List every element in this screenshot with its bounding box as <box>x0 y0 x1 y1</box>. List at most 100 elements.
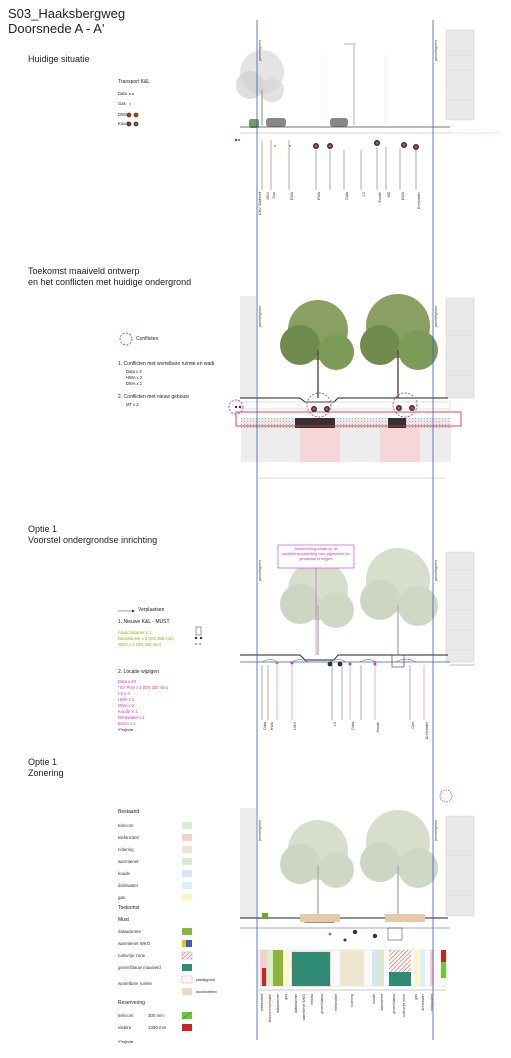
perceelgrens-label: perceelgrens <box>258 40 262 61</box>
change-item: DWA x 2 <box>118 703 135 708</box>
section3-ground <box>240 544 475 720</box>
zone-label: datawarmte <box>276 994 280 1013</box>
zone-label: riolering <box>350 994 354 1007</box>
s1-label: MS <box>387 192 391 198</box>
optie1-label: 10kV <box>293 722 297 731</box>
zone-label: datawarmte <box>294 994 298 1013</box>
change-item: LS x 4 <box>118 691 130 696</box>
zone-label: koude <box>372 994 376 1004</box>
conflict-legend-circle <box>119 332 133 346</box>
change-title: 2. Locatie wijzigen <box>118 669 159 675</box>
zonering-swatches <box>181 822 193 1031</box>
s1-label: DWA <box>401 192 405 201</box>
zone-label: elektriciteit <box>260 994 264 1011</box>
callout-text: Aanbevelling zwaar op de hoofdtransportl… <box>281 547 351 561</box>
change-item: Koude X 1 <box>118 709 138 714</box>
section-title-toekomst-2: en het conflicten met huidige ondergrond <box>28 277 192 287</box>
s1-label: 40LV <box>266 192 270 201</box>
title-line1: S03_Haaksbergweg <box>8 6 126 21</box>
move-legend: Verplaatsen <box>138 607 165 613</box>
must-item: warmtenet WKO <box>118 941 151 946</box>
bestaand-item: elektriciteit <box>118 835 139 840</box>
zone-label: groen/blauw <box>392 994 396 1014</box>
section-title-zonering: Optie 1 Zonering <box>28 757 64 779</box>
zone-label: elektriciteit <box>430 994 434 1011</box>
reservering-size: 1000 mm <box>148 1025 167 1030</box>
change-item: HWA x 1 <box>118 697 135 702</box>
optie1-label: Data <box>351 722 355 730</box>
section-title-optie1-2: Voorstel ondergrondse inrichting <box>28 535 158 545</box>
conflict-1-item: HWA x 2 <box>126 375 143 380</box>
legend1-item: Data <box>118 91 127 96</box>
section-title-zonering-2: Zonering <box>28 768 64 778</box>
section-title-huidige: Huidige situatie <box>28 54 90 64</box>
legend1-item: Koude <box>118 121 131 126</box>
new-item: WKO x 2 (DN 300 mm) <box>118 642 162 647</box>
zone-label: gas <box>414 994 418 1000</box>
s1-label: DWA <box>290 192 294 201</box>
must-item: groen/blauw maaiveld <box>118 965 161 970</box>
section-title-zonering-1: Optie 1 <box>28 757 58 767</box>
perceelgrens-label: perceelgrens <box>434 40 438 61</box>
perceelgrens-label: perceelgrens <box>434 306 438 327</box>
zone-label: warmtenet WKO <box>302 994 306 1021</box>
s1-label: Gas <box>272 192 276 199</box>
new-title: 1. Nieuwe K&L - MUST <box>118 619 170 625</box>
s1-label: 10kV Stadsnet <box>258 192 262 216</box>
zone-label: telecommunicatie <box>268 994 272 1022</box>
must-item: datawarmte <box>118 929 141 934</box>
bestaand-item: gas <box>118 895 126 900</box>
legend1-item: Gas <box>118 101 126 106</box>
zone-label: nuts vrije zone <box>402 994 406 1018</box>
conflict-2-title: 2. Conflicten met nieuw gebouw <box>118 394 189 400</box>
change-item: *SV Prim x 2 (DN 250 mm) <box>118 685 169 690</box>
zone-label: drinkwater <box>421 994 425 1011</box>
legend1-symbols <box>126 93 139 127</box>
section-title-toekomst-1: Toekomst maaiveld ontwerp <box>28 266 140 276</box>
change-item: Boom x 1 <box>118 721 136 726</box>
s1-label: Drinkwater <box>417 192 421 210</box>
zonering-footnote: *Projectie <box>118 1040 134 1044</box>
legend1-title: Transport K&L <box>118 79 151 85</box>
must-title: Must <box>118 917 129 923</box>
optie1-label: Drinkwater <box>425 722 429 740</box>
section-title-optie1-1: Optie 1 <box>28 524 58 534</box>
reservering-size: 300 mm <box>148 1013 164 1018</box>
conflict-1-item: Data x 3 <box>126 369 142 374</box>
optie1-footnote: *Projectie <box>118 728 134 732</box>
wortel-label: wortelbare ruimte <box>118 981 152 986</box>
section2-street <box>228 294 462 479</box>
s1-label: Koude <box>378 192 382 203</box>
new-item: Afvalcontainer x 1 <box>118 630 152 635</box>
bestaand-item: telecom <box>118 823 134 828</box>
optie1-label: Gas <box>411 722 415 729</box>
change-item: Drinkwater x 1 <box>118 715 145 720</box>
bestaand-item: drinkwater <box>118 883 139 888</box>
wortel-a: plantsgrond <box>196 978 215 982</box>
perceelgrens-label: perceelgrens <box>258 306 262 327</box>
reservering-title: Reservering <box>118 1000 145 1006</box>
conflict-legend: Conflicten <box>136 336 159 342</box>
change-item: Data x 20 <box>118 679 136 684</box>
zone-label: warmtenet <box>380 994 384 1011</box>
perceelgrens-label: perceelgrens <box>258 560 262 581</box>
conflict-1-item: DWA x 1 <box>126 381 143 386</box>
conflict-2-item: MT x 2 <box>126 402 139 407</box>
s1-label: HWA <box>317 192 321 201</box>
optie1-label: Koude <box>376 722 380 733</box>
zone-label: elektriciteit <box>334 994 338 1011</box>
reservering-item: elektra <box>118 1025 132 1030</box>
must-item: nutsvrije zone <box>118 953 146 958</box>
perceelgrens-label: perceelgrens <box>434 820 438 841</box>
title-line2: Doorsnede A - A' <box>8 21 105 36</box>
perceelgrens-label: perceelgrens <box>434 560 438 581</box>
bestaand-item: koude <box>118 871 130 876</box>
optie1-label: HWA <box>270 722 274 731</box>
zone-label: gas <box>284 994 288 1000</box>
building-right <box>445 29 475 917</box>
page-title: S03_Haaksbergweg Doorsnede A - A' <box>8 6 125 36</box>
new-item: Datawarmte x 2 (DN 355 mm) <box>118 636 174 641</box>
legend1-item: DWA <box>118 112 128 117</box>
bestaand-title: Bestaand <box>118 809 140 815</box>
